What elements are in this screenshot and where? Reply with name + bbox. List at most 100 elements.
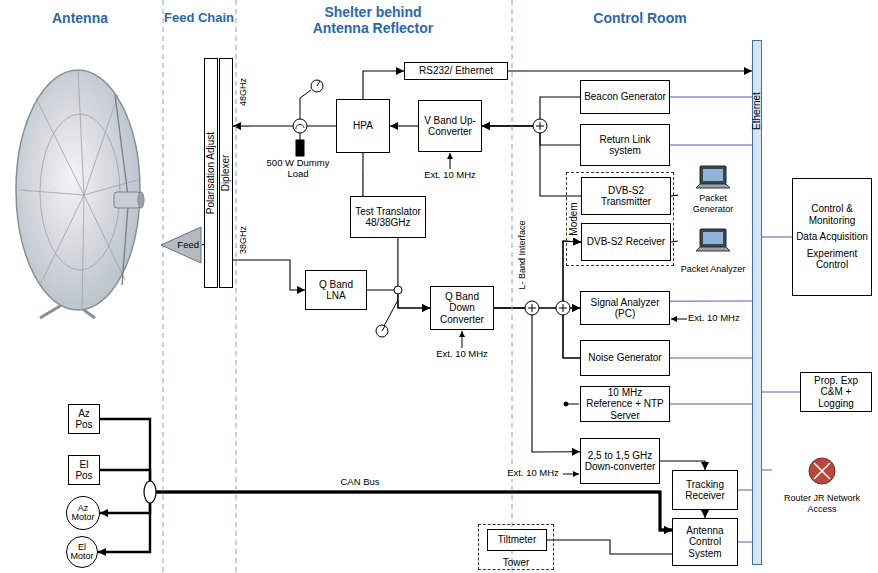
lna-box: Q Band LNA [305,270,367,310]
translator-box: Test Translator 48/38GHz [350,196,426,238]
can-bus-line [100,492,672,530]
node-text: Test Translator 48/38GHz [354,206,422,229]
ethernet-line [738,490,752,491]
circulator-symbol [293,80,323,156]
signal-line [508,70,752,71]
node-text: 2,5 to 1,5 GHz Down-converter [584,450,656,473]
node-text: Tracking Receiver [676,479,734,502]
reference-label: Ext. 10 MHz [688,313,750,324]
receiver-box: DVB-S2 Receiver [581,223,671,261]
converter-box: Q Band Down Converter [430,286,494,330]
frequency-label: 48GHz [238,77,248,107]
generator-box: Beacon Generator [580,80,670,114]
signal-line [660,461,705,470]
node-text: Az Pos [72,408,96,431]
ethernet-line [670,301,752,302]
frequency-label: 38GHz [238,225,248,255]
antenna-dish [16,70,144,318]
feed-shape [161,227,201,263]
signal-line [390,125,418,126]
reference-label: Ext. 10 MHz [504,468,562,479]
load-label: 500 W Dummy Load [266,158,330,180]
node-text: El Pos [72,459,96,482]
control-box: Control & MonitoringData AcquisitionExpe… [792,178,872,296]
ethernet-line [762,392,800,393]
ethernet-line [670,145,752,146]
ethernet-bus: Ethernet [752,40,762,565]
signal-line [494,308,580,452]
ethernet-line [670,358,752,359]
node-text: Beacon Generator [584,91,666,103]
signal-line [233,125,336,126]
node-text: HPA [353,120,373,132]
node-text: V Band Up-Converter [422,115,478,138]
transmitter-box: DVB-S2 Transmitter [581,177,671,215]
node-text: Experiment Control [796,248,868,271]
node-text: Tower [503,557,530,569]
node-text: Tiltmeter [498,534,537,546]
ethernet-line [670,404,752,405]
motor-circle: Az Motor [66,496,100,530]
logging-box: Prop. Exp C&M + Logging [800,372,872,412]
node-text: Router JR Network Access [772,493,872,514]
bus-label: CAN Bus [330,477,390,488]
node-text: Antenna Control System [676,525,734,560]
signal-line [398,238,430,308]
can-bus-line [100,419,672,530]
node-text: RS232/ Ethernet [419,65,493,77]
router-node: Router JR Network Access [772,452,872,514]
converter-box: V Band Up-Converter [418,100,482,152]
node-text: Polarisation Adjust [205,132,217,214]
signal-line [233,260,305,290]
section-heading: Shelter behind Antenna Reflector [298,4,448,36]
signal-line [362,153,363,196]
section-heading: Antenna [20,10,140,26]
node-text: Q Band Down Converter [434,291,490,326]
signal-line [671,241,678,242]
ethernet-line [670,97,752,98]
modem-group: Modem DVB-S2 TransmitterDVB-S2 Receiver [566,172,674,266]
node-text: Prop. Exp C&M + Logging [804,375,868,410]
switch-symbol [376,286,402,337]
system-box: Return Link system [580,124,670,166]
signal-line [482,126,580,145]
reference-box: 10 MHz Reference + NTP Server [580,386,670,422]
analyzer-box: Signal Analyzer (PC) [580,291,670,325]
can-bus-connector [144,481,156,503]
signal-line [704,510,705,518]
signal-line [671,195,678,197]
laptop-node: Packet Analyzer [678,224,748,274]
ethernet-line [762,237,792,238]
node-text: DVB-S2 Transmitter [585,185,667,208]
node-text: 10 MHz Reference + NTP Server [584,387,666,422]
node-text: Noise Generator [588,352,661,364]
tower-group: Tower Tiltmeter [478,524,554,570]
generator-box: Noise Generator [580,340,670,376]
reference-label: Ext. 10 MHz [420,170,480,181]
node-text: Modem [568,202,580,235]
interface-label: L- Band Interface [517,219,527,290]
section-heading: Feed Chain [164,11,234,26]
node-text: Ethernet [751,92,763,130]
can-bus-line [98,492,672,552]
node-text: Az Motor [67,504,99,523]
ethernet-line [738,542,752,543]
section-separators [163,0,512,573]
summing-junction [525,119,570,315]
amplifier-box: HPA [336,99,390,153]
node-text: DVB-S2 Receiver [587,236,665,248]
interface-box: RS232/ Ethernet [404,62,508,80]
laptop-node: Packet Generator [678,160,748,214]
signal-line [494,241,581,308]
node-text: Q Band LNA [309,279,363,302]
receiver-box: Tracking Receiver [672,470,738,510]
node-text: Packet Analyzer [681,264,746,274]
node-text: Packet Generator [678,193,748,214]
polariser-box: Polarisation Adjust [204,58,218,288]
router-icon [809,458,835,484]
node-text: Control & Monitoring [796,203,868,226]
node-text: El Motor [67,543,97,562]
signal-line [482,97,580,126]
sensor-box: Az Pos [68,404,100,434]
node-text: Diplexer [220,155,232,192]
